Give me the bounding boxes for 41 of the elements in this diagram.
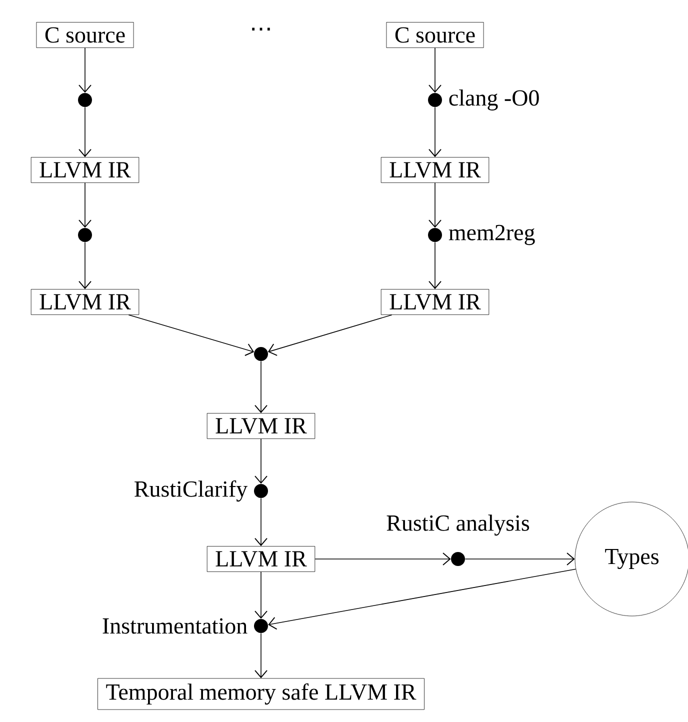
junction-dot [78,93,92,107]
step-label: mem2reg [448,224,535,246]
junction-dot [428,93,442,107]
arrow [464,552,575,566]
arrow [428,242,442,290]
junction-dot [254,347,268,361]
ellipsis: ⋯ [252,28,270,31]
arrow [254,438,268,484]
arrow [78,242,92,290]
process-box: C source [36,22,134,48]
arrow [128,314,254,356]
arrow [254,360,268,414]
process-box: LLVM IR [380,157,490,183]
step-label: RustiClarify [134,480,248,502]
process-box: LLVM IR [30,289,140,315]
junction-dot [254,619,268,633]
step-label: clang -O0 [449,90,539,110]
arrow [268,314,392,356]
process-box: LLVM IR [206,546,316,572]
junction-dot [451,552,465,566]
step-label: Instrumentation [102,618,248,634]
process-box: LLVM IR [206,413,316,439]
junction-dot [254,484,268,498]
process-box: C source [386,22,484,48]
arrow [78,106,92,158]
arrow [428,182,442,228]
junction-dot [78,228,92,242]
arrow [314,552,451,566]
arrow [254,572,268,619]
arrow [254,498,268,546]
process-box: Temporal memory safe LLVM IR [98,678,424,710]
process-box: LLVM IR [30,157,140,183]
arrow [78,182,92,228]
arrow [428,106,442,158]
step-label: RustiC analysis [386,514,530,536]
arrow [254,632,268,678]
arrow [78,48,92,93]
arrow [268,568,576,630]
process-box: LLVM IR [380,289,490,315]
arrow [428,48,442,93]
junction-dot [428,228,442,242]
